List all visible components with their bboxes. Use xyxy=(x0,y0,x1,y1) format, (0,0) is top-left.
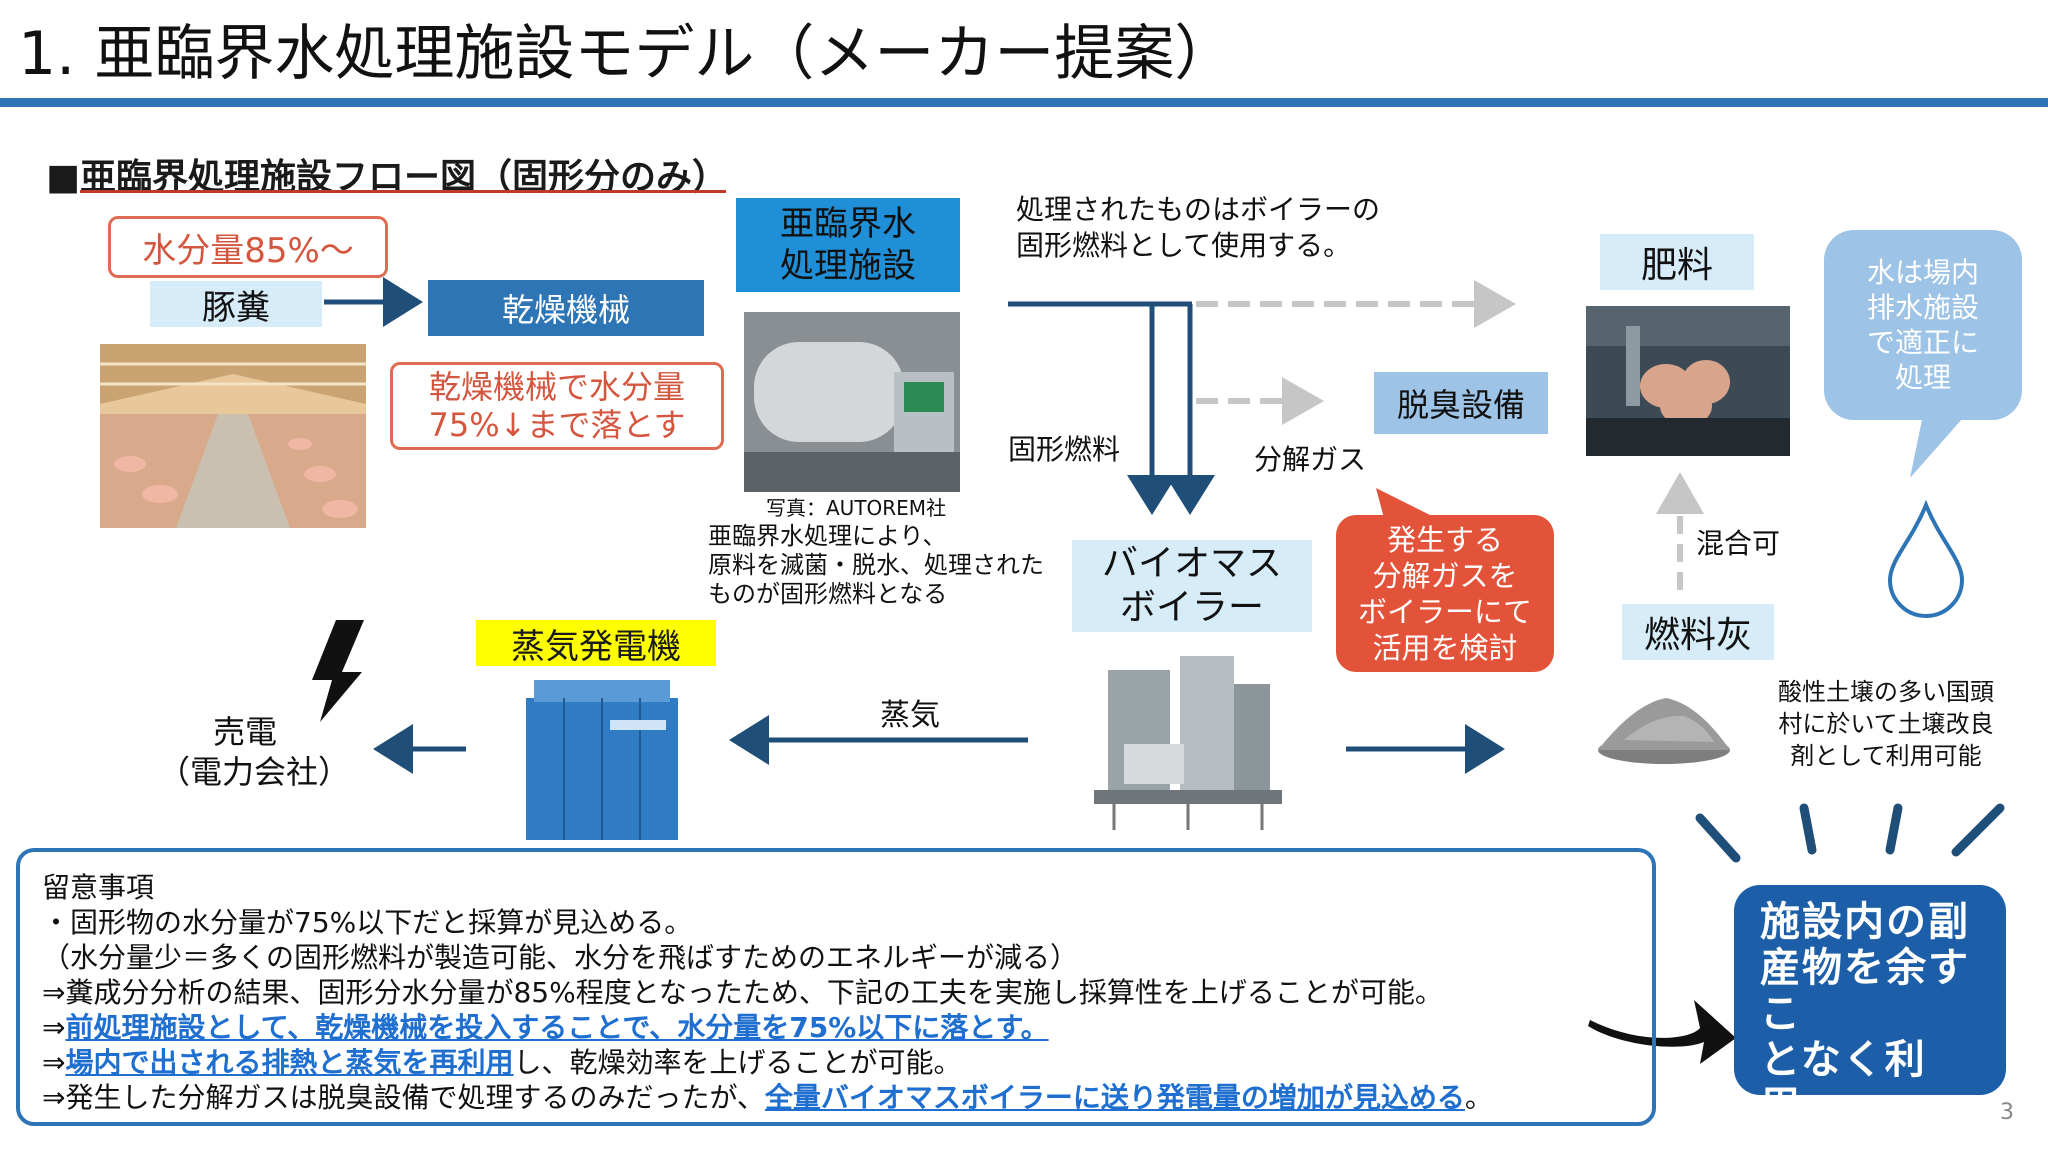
notes-line4: ⇒前処理施設として、乾燥機械を投入することで、水分量を75%以下に落とす。 xyxy=(42,1010,1634,1045)
notes-heading: 留意事項 xyxy=(42,871,155,904)
reuse-line2: 産物を余すこ xyxy=(1760,945,1970,1037)
moisture-tag: 水分量85%～ xyxy=(108,216,388,278)
ash-use-line2: 村に於いて土壌改良 xyxy=(1778,710,1994,738)
gas-bubble-line2: 分解ガスを xyxy=(1372,558,1518,593)
notes-line5-rest: し、乾燥効率を上げることが可能。 xyxy=(513,1046,962,1079)
steam-generator-photo xyxy=(526,680,678,840)
gas-bubble-line4: 活用を検討 xyxy=(1372,630,1518,665)
section-underline xyxy=(80,190,726,193)
notes-line5-link: 場内で出される排熱と蒸気を再利用 xyxy=(65,1046,514,1079)
photo-credit: 写真：AUTOREM社 xyxy=(766,496,947,520)
dryer-note-line2: 75%↓まで落とす xyxy=(428,406,686,444)
notes-line5: ⇒場内で出される排熱と蒸気を再利用し、乾燥効率を上げることが可能。 xyxy=(42,1045,1634,1080)
subcritical-desc-line2: 原料を滅菌・脱水、処理された xyxy=(708,551,1044,579)
decomp-gas-label: 分解ガス xyxy=(1254,443,1367,476)
ash-use-note: 酸性土壌の多い国頭 村に於いて土壌改良 剤として利用可能 xyxy=(1778,676,1994,772)
boiler-use-line2: 固形燃料として使用する。 xyxy=(1016,229,1352,262)
manure-label: 豚糞 xyxy=(150,281,322,328)
fuel-ash-label: 燃料灰 xyxy=(1622,604,1774,660)
mixable-label: 混合可 xyxy=(1696,527,1781,560)
lightning-icon xyxy=(312,620,364,722)
dryer-note-line1: 乾燥機械で水分量 xyxy=(428,368,685,406)
water-drop-icon xyxy=(1887,499,1965,618)
water-bubble-line1: 水は場内 xyxy=(1866,256,1979,289)
water-bubble: 水は場内 排水施設 で適正に 処理 xyxy=(1824,230,2022,420)
reuse-line3: となく利用・ xyxy=(1760,1037,1927,1129)
subcritical-label: 亜臨界水 処理施設 xyxy=(736,198,960,292)
reuse-line4: 循環 xyxy=(1760,1129,1844,1152)
notes-box: 留意事項 ・固形物の水分量が75%以下だと採算が見込める。 （水分量少＝多くの固… xyxy=(16,848,1656,1126)
notes-line6-prefix: ⇒発生した分解ガスは脱臭設備で処理するのみだったが、 xyxy=(42,1081,765,1114)
water-bubble-line3: で適正に xyxy=(1866,326,1979,359)
subcritical-desc-line3: ものが固形燃料となる xyxy=(708,580,948,608)
notes-line6-suffix: 。 xyxy=(1464,1081,1493,1114)
subcritical-desc: 亜臨界水処理により、 原料を滅菌・脱水、処理された ものが固形燃料となる xyxy=(708,522,1044,609)
title-rule xyxy=(0,98,2048,107)
page-number: 3 xyxy=(2000,1100,2014,1125)
gas-bubble-line1: 発生する xyxy=(1386,522,1503,557)
reuse-callout: 施設内の副 産物を余すこ となく利用・ 循環 xyxy=(1734,885,2006,1152)
biomass-boiler-label: バイオマス ボイラー xyxy=(1072,540,1312,632)
subcritical-desc-line1: 亜臨界水処理により、 xyxy=(708,522,947,550)
sell-power-line2: （電力会社） xyxy=(158,753,351,791)
burst-lines-icon xyxy=(1695,803,2005,863)
curved-arrow-icon xyxy=(1588,1000,1736,1064)
ash-pile-photo xyxy=(1598,698,1730,764)
boiler-use-note: 処理されたものはボイラーの 固形燃料として使用する。 xyxy=(1016,192,1380,264)
fertilizer-label: 肥料 xyxy=(1600,234,1754,290)
biomass-boiler-line2: ボイラー xyxy=(1119,587,1264,628)
notes-line6: ⇒発生した分解ガスは脱臭設備で処理するのみだったが、全量バイオマスボイラーに送り… xyxy=(42,1080,1634,1115)
water-bubble-line4: 処理 xyxy=(1894,361,1951,394)
dryer-note: 乾燥機械で水分量 75%↓まで落とす xyxy=(390,362,724,450)
solid-fuel-label: 固形燃料 xyxy=(1008,433,1121,466)
ash-use-line1: 酸性土壌の多い国頭 xyxy=(1778,678,1994,706)
pig-barn-photo xyxy=(100,344,366,528)
biomass-boiler-line1: バイオマス xyxy=(1101,543,1282,584)
subcritical-machine-photo xyxy=(744,312,960,492)
boiler-use-line1: 処理されたものはボイラーの xyxy=(1016,193,1381,226)
notes-line4-prefix: ⇒ xyxy=(42,1011,66,1044)
notes-line1: ・固形物の水分量が75%以下だと採算が見込める。 xyxy=(42,906,693,939)
sell-power: 売電 （電力会社） xyxy=(158,712,351,792)
steam-label: 蒸気 xyxy=(880,698,940,733)
page-title: 1. 亜臨界水処理施設モデル（メーカー提案） xyxy=(18,19,1235,89)
subcritical-label-line2: 処理施設 xyxy=(780,246,916,286)
steam-generator-label: 蒸気発電機 xyxy=(476,620,716,667)
biomass-boiler-photo xyxy=(1094,656,1282,830)
gas-bubble-line3: ボイラーにて xyxy=(1357,594,1532,629)
gas-bubble: 発生する 分解ガスを ボイラーにて 活用を検討 xyxy=(1336,515,1554,672)
dryer-label: 乾燥機械 xyxy=(428,280,704,336)
water-bubble-line2: 排水施設 xyxy=(1866,291,1979,324)
fertilizer-photo xyxy=(1586,306,1790,456)
deodorizer-label: 脱臭設備 xyxy=(1374,372,1548,434)
ash-use-line3: 剤として利用可能 xyxy=(1790,742,1982,770)
reuse-line1: 施設内の副 xyxy=(1760,899,1970,945)
notes-line6-link: 全量バイオマスボイラーに送り発電量の増加が見込める xyxy=(764,1081,1465,1114)
notes-line3: ⇒糞成分分析の結果、固形分水分量が85%程度となったため、下記の工夫を実施し採算… xyxy=(42,976,1443,1009)
notes-line5-prefix: ⇒ xyxy=(42,1046,66,1079)
notes-line4-link: 前処理施設として、乾燥機械を投入することで、水分量を75%以下に落とす。 xyxy=(65,1011,1049,1044)
notes-line2: （水分量少＝多くの固形燃料が製造可能、水分を飛ばすためのエネルギーが減る） xyxy=(42,941,1079,974)
sell-power-line1: 売電 xyxy=(212,713,277,751)
water-bubble-tail xyxy=(1910,410,1970,478)
gas-bubble-tail xyxy=(1376,488,1436,518)
subcritical-label-line1: 亜臨界水 xyxy=(780,204,916,244)
